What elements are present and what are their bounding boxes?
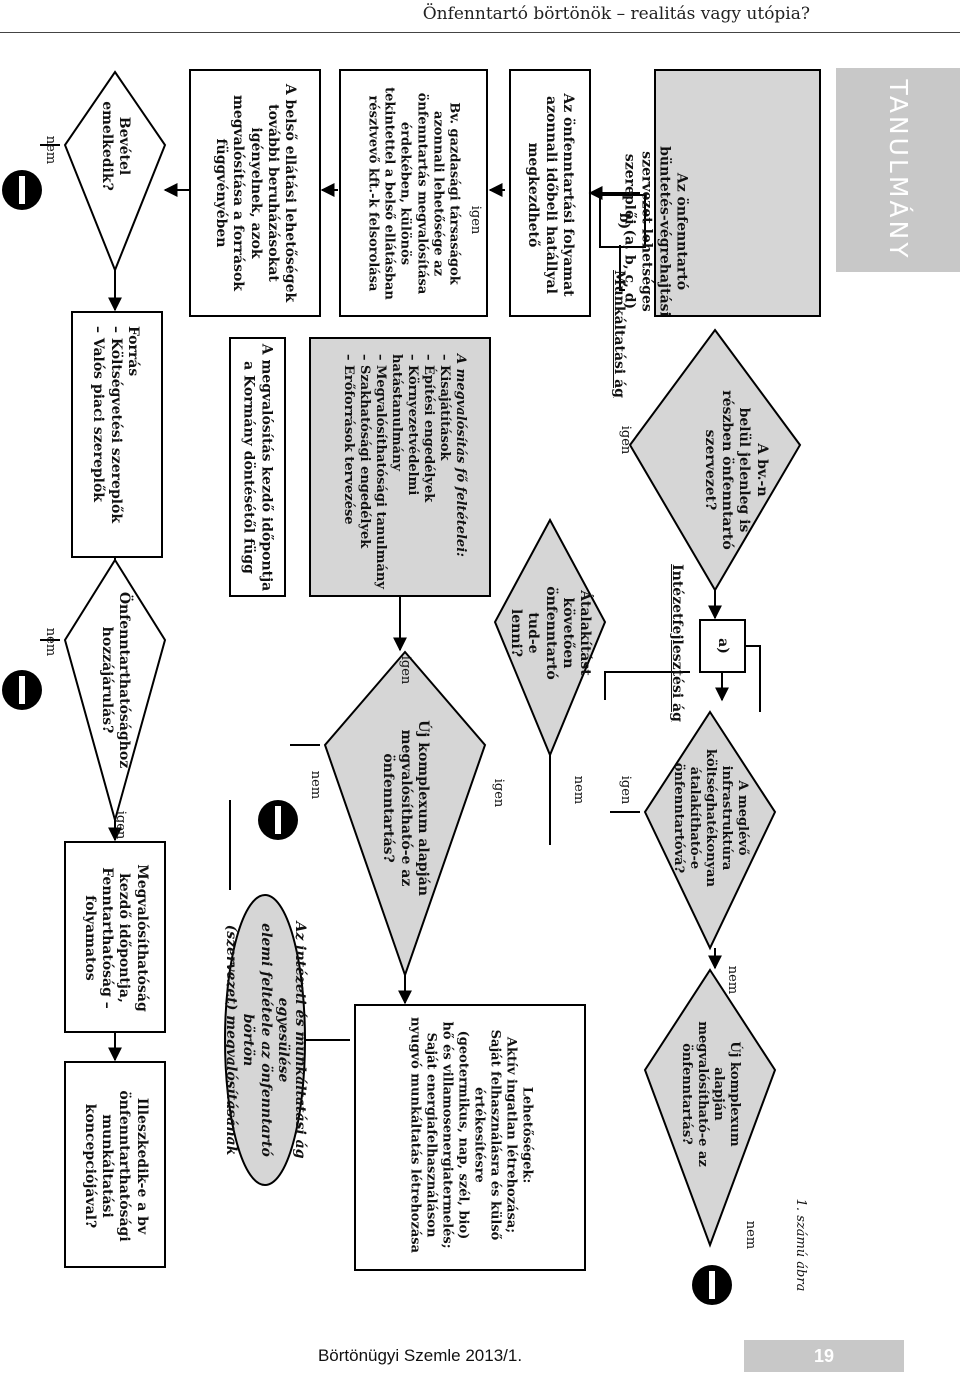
label-b-text: b) xyxy=(615,212,632,230)
header-rule xyxy=(0,32,960,33)
edge-label-no: nem xyxy=(743,1220,759,1250)
label-b-box xyxy=(599,194,646,248)
gov-decision-text: A megvalósítás kezdő időpontja a Kormány… xyxy=(241,343,275,592)
q-revenue-text: Bevétel emelkedik? xyxy=(99,101,133,191)
companies-text: Bv. gazdasági társaságok azonnali lehető… xyxy=(365,87,462,300)
sources-box xyxy=(71,311,163,558)
edge-label-yes: igen xyxy=(618,775,634,805)
edge-label-yes: igen xyxy=(398,655,414,685)
section-tab xyxy=(836,68,960,272)
q-existing-infra-text: A meglévő infrastruktúra költséghatékony… xyxy=(670,748,751,887)
branch-employment-label: Munkáltatási ág xyxy=(610,270,627,398)
possibilities-content: Lehetőségek: Aktív ingatlan létrehozása;… xyxy=(407,1016,535,1254)
edge-label-yes: igen xyxy=(113,810,129,840)
feasibility-text: Megvalósíthatóság kezdő időpontja, Fennt… xyxy=(81,864,150,1012)
flowchart xyxy=(2,69,821,1305)
q-new-complex-top-text: Új komplexum alapján megvalósítható-e az… xyxy=(678,1021,743,1167)
internal-supply-box xyxy=(189,69,321,317)
edge-label-no: nem xyxy=(43,135,59,165)
figure-caption: 1. számú ábra xyxy=(793,1198,808,1292)
edge-label-no: nem xyxy=(43,627,59,657)
conditions-text: A megvalósítás fő feltételei: – Kisajátí… xyxy=(314,346,494,604)
fits-concept-box xyxy=(64,1061,166,1268)
running-title: Önfenntartó börtönök – realitás vagy utó… xyxy=(422,4,810,24)
edge-label-no: nem xyxy=(308,770,324,800)
edge-label-yes: igen xyxy=(618,425,634,455)
sources-text: Forrás – Költségvetési szereplők – Valós… xyxy=(90,326,142,524)
q-new-complex-top xyxy=(643,968,777,1248)
start-box xyxy=(654,69,821,317)
edge-label-no: nem xyxy=(571,775,587,805)
page-number: 19 xyxy=(744,1340,904,1372)
gov-decision-box xyxy=(229,337,286,597)
stop-new-complex-top xyxy=(692,1265,732,1305)
stop-new-complex-mid xyxy=(258,800,298,840)
possibilities-box xyxy=(354,1004,586,1271)
q-new-complex-mid-text: Új komplexum alapján megvalósítható-e az… xyxy=(380,720,432,896)
conditions-title: A megvalósítás fő feltételei: xyxy=(453,354,469,557)
branch-institution-label: Intézetfejlesztési ág xyxy=(668,564,685,722)
q-after-conversion-text: Átalakítást követően önfenntartó tud-e l… xyxy=(508,586,593,680)
edge-label-no: nem xyxy=(725,965,741,995)
conditions-box xyxy=(309,337,491,597)
companies-box xyxy=(339,69,488,317)
journal-footer: Börtönügyi Szemle 2013/1. xyxy=(317,1346,523,1365)
internal-supply-text: A belső ellátási lehetőségek további ber… xyxy=(212,83,299,303)
edge-label-yes: igen xyxy=(468,205,484,235)
q-self-sustaining-now-text: A bv.-n belül jelenleg is részben önfenn… xyxy=(701,390,770,550)
edge-label-yes: igen xyxy=(491,778,507,808)
stop-approval xyxy=(2,670,42,710)
label-a-text: a) xyxy=(714,638,731,654)
q-approval-text: Önfenntarthatósághoz hozzájárulás? xyxy=(99,591,133,769)
start-text: Az önfenntartó büntetés-végrehajtási sze… xyxy=(621,146,690,317)
integration-text: Az intézeti és munkáltatási ág egyesülés… xyxy=(222,921,309,1159)
q-fits-concept-text: Illeszkedik-e a bv önfenntarthatósági mu… xyxy=(81,1090,150,1242)
possibilities-text: Lehetőségek: Aktív ingatlan létrehozása;… xyxy=(356,1003,586,1268)
q-existing-infra xyxy=(643,710,777,951)
conditions-list: – Kisajátítások – Építési engedélyek – K… xyxy=(340,354,453,589)
immediate-process-box xyxy=(509,69,591,317)
stop-revenue xyxy=(2,170,42,210)
immediate-process-text: Az önfenntartási folyamat azonnali időbe… xyxy=(525,93,577,297)
